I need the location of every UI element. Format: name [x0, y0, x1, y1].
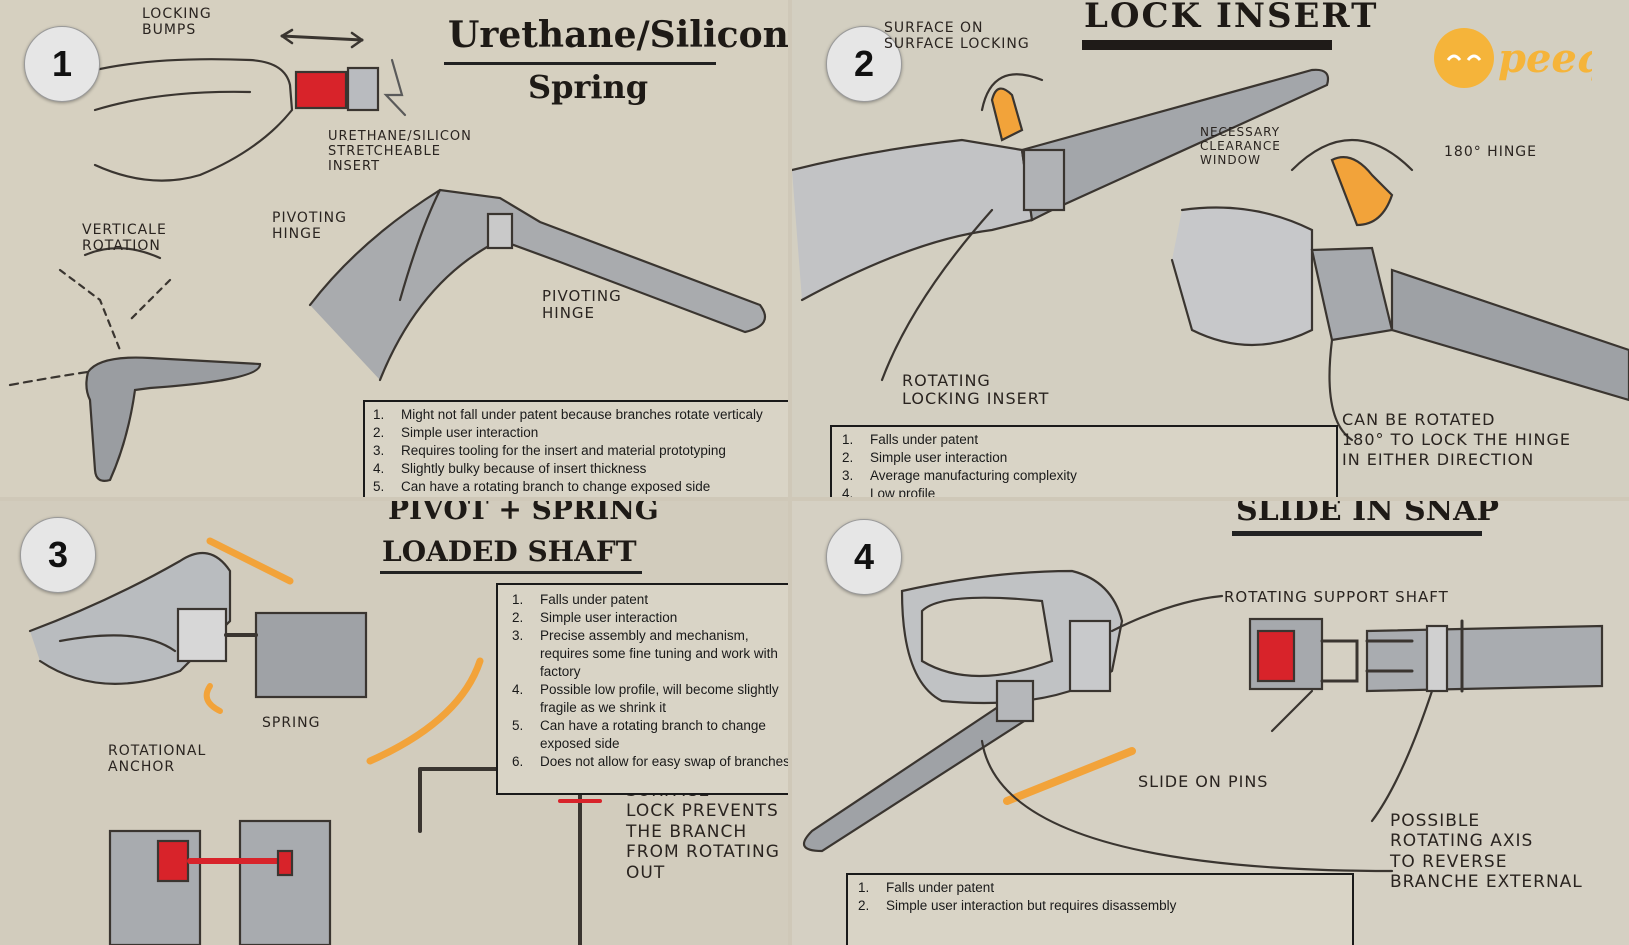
lock-insert-sketch: [792, 68, 1629, 442]
urethane-hinge-sketch: [8, 28, 767, 482]
label-slide-on-pins: SLIDE ON PINS: [1138, 772, 1269, 791]
concept-notes-box: 1.Might not fall under patent because br…: [363, 400, 788, 497]
note-item: 4.Possible low profile, will become slig…: [512, 682, 779, 715]
concept-notes-list: 1.Falls under patent 2.Simple user inter…: [858, 879, 1352, 915]
label-possible-rotating-axis: POSSIBLE ROTATING AXIS TO REVERSE BRANCH…: [1390, 811, 1583, 893]
concept-number-badge: 3: [20, 517, 96, 593]
concept-notes-box: 1.Falls under patent 2.Simple user inter…: [496, 583, 788, 795]
concept-notes-box: 1.Falls under patent 2.Simple user inter…: [830, 425, 1338, 497]
label-vertical-rotation: VERTICALE ROTATION: [82, 222, 167, 255]
concept-notes-list: 1.Falls under patent 2.Simple user inter…: [842, 431, 1336, 497]
note-item: 3.Average manufacturing complexity: [842, 468, 1077, 483]
concept-number-badge: 1: [24, 26, 100, 102]
label-spring: SPRING: [262, 715, 321, 731]
note-item: 1.Might not fall under patent because br…: [373, 407, 763, 422]
slide-snap-sketch: [802, 569, 1604, 873]
title-underline: [1082, 40, 1332, 50]
note-item: 4.Low profile: [842, 486, 936, 497]
note-item: 2.Simple user interaction but requires d…: [858, 898, 1177, 913]
concept-title-line1: Urethane/Silicon: [448, 14, 788, 56]
label-rotational-anchor: ROTATIONAL ANCHOR: [108, 743, 207, 776]
label-can-be-rotated: CAN BE ROTATED 180° TO LOCK THE HINGE IN…: [1342, 410, 1571, 469]
label-pivoting-hinge-left: PIVOTING HINGE: [272, 210, 347, 243]
concept-notes-list: 1.Falls under patent 2.Simple user inter…: [512, 591, 788, 771]
label-locking-bumps: LOCKING BUMPS: [142, 6, 212, 39]
concept-title-line2: LOADED SHAFT: [382, 535, 637, 568]
note-item: 6.Does not allow for easy swap of branch…: [512, 754, 788, 769]
concept-number-badge: 4: [826, 519, 902, 595]
concept-title-line1: PIVOT + SPRING: [388, 501, 659, 526]
note-item: 3.Requires tooling for the insert and ma…: [373, 443, 726, 458]
note-item: 1.Falls under patent: [512, 592, 649, 607]
label-pivoting-hinge-bottom: PIVOTING HINGE: [542, 287, 622, 323]
note-item: 5.Can have a rotating branch to change e…: [512, 718, 766, 751]
note-item: 2.Simple user interaction: [842, 450, 1008, 465]
pivot-spring-sketch: [28, 537, 602, 945]
concept-notes-list: 1.Might not fall under patent because br…: [373, 406, 788, 496]
concept-panel-4: 4 SLIDE IN SNAP ROTATING SUPPORT SHAFT S…: [792, 501, 1629, 945]
note-item: 3.Precise assembly and mechanism, requir…: [512, 628, 778, 679]
concept-panel-2: 2 LOCK INSERT peeq SURFACE ON SURFACE LO…: [792, 0, 1629, 497]
label-rotating-support-shaft: ROTATING SUPPORT SHAFT: [1224, 588, 1449, 606]
label-surface-locking: SURFACE ON SURFACE LOCKING: [884, 20, 1030, 53]
concept-panel-1: 1 Urethane/Silicon Spring LOCKING BUMPS …: [0, 0, 788, 497]
peeq-logo-text: peeq: [1498, 35, 1592, 82]
note-item: 4.Slightly bulky because of insert thick…: [373, 461, 647, 476]
note-item: 1.Falls under patent: [842, 432, 979, 447]
concept-number-badge: 2: [826, 26, 902, 102]
note-item: 2.Simple user interaction: [373, 425, 539, 440]
note-item: 5.Can have a rotating branch to change e…: [373, 479, 711, 494]
note-item: 1.Falls under patent: [858, 880, 995, 895]
concept-title: LOCK INSERT: [1084, 0, 1379, 36]
label-insert: URETHANE/SILICON STRETCHEABLE INSERT: [328, 129, 472, 174]
label-rotating-insert: ROTATING LOCKING INSERT: [902, 371, 1050, 409]
title-underline: [380, 571, 642, 574]
concept-notes-box: 1.Falls under patent 2.Simple user inter…: [846, 873, 1354, 945]
peeq-logo: peeq: [1434, 28, 1592, 88]
label-clearance: NECESSARY CLEARANCE WINDOW: [1200, 125, 1281, 167]
title-underline: [444, 62, 716, 65]
title-underline: [1232, 531, 1482, 536]
note-item: 2.Simple user interaction: [512, 610, 678, 625]
concept-title: SLIDE IN SNAP: [1236, 501, 1499, 528]
concept-title-line2: Spring: [528, 68, 649, 106]
label-surface-lock: SURFACE LOCK PREVENTS THE BRANCH FROM RO…: [626, 781, 780, 883]
label-180-hinge: 180° HINGE: [1444, 144, 1537, 160]
concept-panel-3: 3 PIVOT + SPRING LOADED SHAFT SPRING ROT…: [0, 501, 788, 945]
